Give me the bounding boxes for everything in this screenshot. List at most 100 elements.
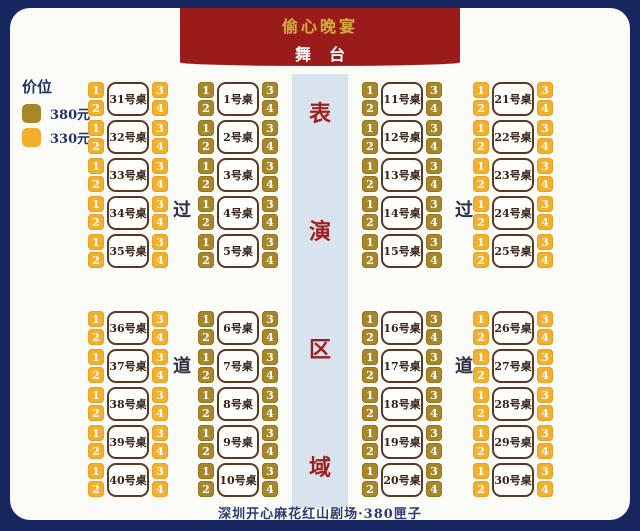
seat-1[interactable]: 1 xyxy=(88,311,104,327)
seat-1[interactable]: 1 xyxy=(473,158,489,174)
table-label[interactable]: 10号桌 xyxy=(217,463,259,497)
table-label[interactable]: 7号桌 xyxy=(217,349,259,383)
seat-3[interactable]: 3 xyxy=(152,311,168,327)
seat-4[interactable]: 4 xyxy=(426,481,442,497)
seat-3[interactable]: 3 xyxy=(537,349,553,365)
seat-3[interactable]: 3 xyxy=(426,158,442,174)
seat-3[interactable]: 3 xyxy=(537,425,553,441)
seat-3[interactable]: 3 xyxy=(426,82,442,98)
seat-1[interactable]: 1 xyxy=(362,196,378,212)
seat-1[interactable]: 1 xyxy=(198,234,214,250)
table-label[interactable]: 6号桌 xyxy=(217,311,259,345)
table-label[interactable]: 19号桌 xyxy=(381,425,423,459)
seat-1[interactable]: 1 xyxy=(198,387,214,403)
table-label[interactable]: 8号桌 xyxy=(217,387,259,421)
seat-2[interactable]: 2 xyxy=(362,138,378,154)
table-label[interactable]: 33号桌 xyxy=(107,158,149,192)
seat-4[interactable]: 4 xyxy=(426,443,442,459)
seat-4[interactable]: 4 xyxy=(426,405,442,421)
seat-2[interactable]: 2 xyxy=(362,176,378,192)
seat-3[interactable]: 3 xyxy=(537,311,553,327)
table-label[interactable]: 31号桌 xyxy=(107,82,149,116)
seat-4[interactable]: 4 xyxy=(262,252,278,268)
table-label[interactable]: 37号桌 xyxy=(107,349,149,383)
table-label[interactable]: 26号桌 xyxy=(492,311,534,345)
seat-1[interactable]: 1 xyxy=(473,120,489,136)
table-label[interactable]: 30号桌 xyxy=(492,463,534,497)
seat-2[interactable]: 2 xyxy=(362,252,378,268)
seat-1[interactable]: 1 xyxy=(198,349,214,365)
table-label[interactable]: 36号桌 xyxy=(107,311,149,345)
seat-2[interactable]: 2 xyxy=(198,329,214,345)
seat-2[interactable]: 2 xyxy=(473,214,489,230)
table-label[interactable]: 14号桌 xyxy=(381,196,423,230)
seat-2[interactable]: 2 xyxy=(362,329,378,345)
seat-4[interactable]: 4 xyxy=(152,252,168,268)
seat-1[interactable]: 1 xyxy=(198,463,214,479)
seat-3[interactable]: 3 xyxy=(152,349,168,365)
seat-4[interactable]: 4 xyxy=(426,367,442,383)
table-label[interactable]: 13号桌 xyxy=(381,158,423,192)
seat-3[interactable]: 3 xyxy=(152,120,168,136)
table-label[interactable]: 23号桌 xyxy=(492,158,534,192)
seat-2[interactable]: 2 xyxy=(88,214,104,230)
seat-1[interactable]: 1 xyxy=(473,387,489,403)
seat-4[interactable]: 4 xyxy=(152,176,168,192)
seat-3[interactable]: 3 xyxy=(426,196,442,212)
table-label[interactable]: 21号桌 xyxy=(492,82,534,116)
seat-4[interactable]: 4 xyxy=(262,214,278,230)
seat-4[interactable]: 4 xyxy=(426,329,442,345)
seat-4[interactable]: 4 xyxy=(426,214,442,230)
seat-4[interactable]: 4 xyxy=(262,367,278,383)
seat-1[interactable]: 1 xyxy=(88,196,104,212)
seat-2[interactable]: 2 xyxy=(362,100,378,116)
seat-1[interactable]: 1 xyxy=(198,158,214,174)
seat-2[interactable]: 2 xyxy=(473,138,489,154)
seat-4[interactable]: 4 xyxy=(537,481,553,497)
seat-3[interactable]: 3 xyxy=(262,158,278,174)
seat-3[interactable]: 3 xyxy=(537,82,553,98)
seat-4[interactable]: 4 xyxy=(426,252,442,268)
table-label[interactable]: 32号桌 xyxy=(107,120,149,154)
seat-2[interactable]: 2 xyxy=(88,443,104,459)
seat-1[interactable]: 1 xyxy=(88,463,104,479)
table-label[interactable]: 27号桌 xyxy=(492,349,534,383)
seat-4[interactable]: 4 xyxy=(152,367,168,383)
seat-2[interactable]: 2 xyxy=(362,214,378,230)
seat-3[interactable]: 3 xyxy=(152,82,168,98)
seat-1[interactable]: 1 xyxy=(198,196,214,212)
seat-3[interactable]: 3 xyxy=(152,196,168,212)
table-label[interactable]: 15号桌 xyxy=(381,234,423,268)
seat-3[interactable]: 3 xyxy=(537,120,553,136)
seat-2[interactable]: 2 xyxy=(473,176,489,192)
seat-2[interactable]: 2 xyxy=(88,252,104,268)
seat-4[interactable]: 4 xyxy=(152,138,168,154)
seat-4[interactable]: 4 xyxy=(262,405,278,421)
table-label[interactable]: 9号桌 xyxy=(217,425,259,459)
table-label[interactable]: 38号桌 xyxy=(107,387,149,421)
seat-4[interactable]: 4 xyxy=(537,252,553,268)
seat-4[interactable]: 4 xyxy=(262,329,278,345)
seat-4[interactable]: 4 xyxy=(537,100,553,116)
seat-3[interactable]: 3 xyxy=(262,349,278,365)
seat-1[interactable]: 1 xyxy=(362,349,378,365)
seat-3[interactable]: 3 xyxy=(537,463,553,479)
seat-4[interactable]: 4 xyxy=(152,100,168,116)
seat-1[interactable]: 1 xyxy=(362,234,378,250)
seat-2[interactable]: 2 xyxy=(198,138,214,154)
seat-2[interactable]: 2 xyxy=(198,481,214,497)
seat-2[interactable]: 2 xyxy=(88,405,104,421)
seat-1[interactable]: 1 xyxy=(473,82,489,98)
seat-1[interactable]: 1 xyxy=(88,234,104,250)
seat-1[interactable]: 1 xyxy=(88,158,104,174)
seat-3[interactable]: 3 xyxy=(262,387,278,403)
seat-2[interactable]: 2 xyxy=(198,252,214,268)
table-label[interactable]: 3号桌 xyxy=(217,158,259,192)
seat-1[interactable]: 1 xyxy=(362,82,378,98)
seat-1[interactable]: 1 xyxy=(473,425,489,441)
seat-1[interactable]: 1 xyxy=(362,158,378,174)
table-label[interactable]: 11号桌 xyxy=(381,82,423,116)
seat-1[interactable]: 1 xyxy=(473,196,489,212)
seat-3[interactable]: 3 xyxy=(152,463,168,479)
table-label[interactable]: 16号桌 xyxy=(381,311,423,345)
